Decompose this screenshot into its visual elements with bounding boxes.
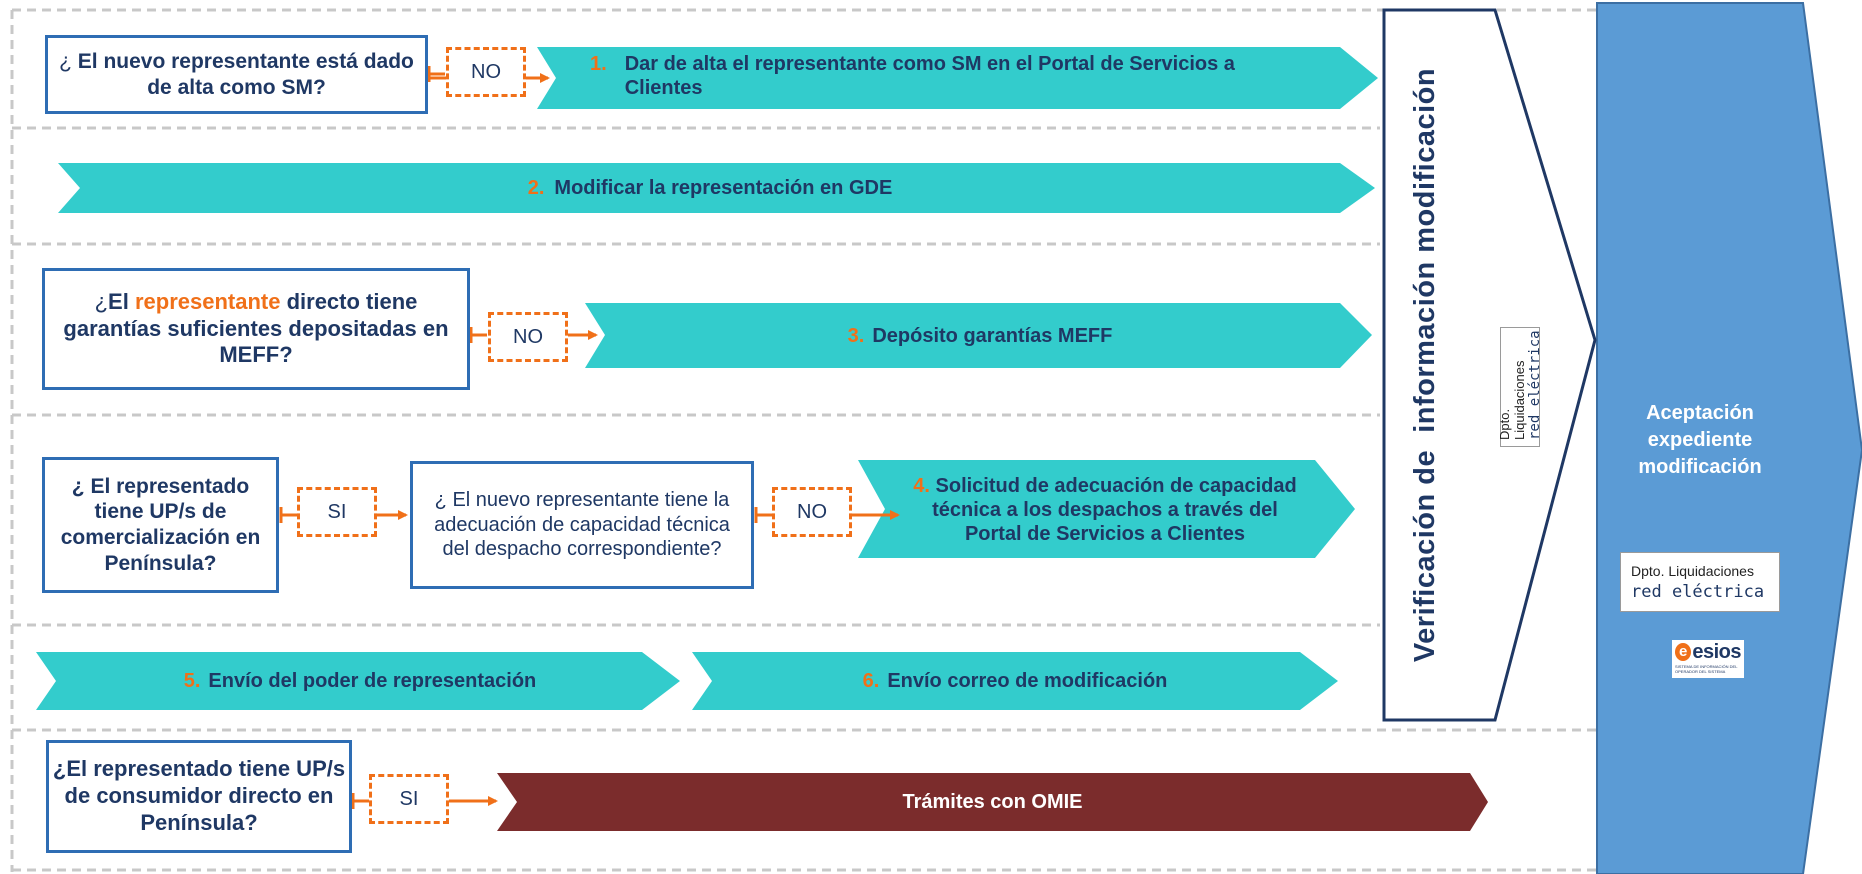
decision-label: NO xyxy=(471,60,501,83)
omie-arrow-shape xyxy=(497,773,1488,831)
step-number: 5. xyxy=(183,670,201,692)
step6-label: 6. Envío correo de modificación xyxy=(715,652,1315,710)
decision-si-row6: SI xyxy=(369,774,449,824)
step-number: 6. xyxy=(862,670,880,692)
question-prefix: ¿ xyxy=(59,49,78,73)
step-text: Depósito garantías MEFF xyxy=(872,324,1113,347)
decision-label: SI xyxy=(327,500,347,523)
step-number: 1. xyxy=(590,53,607,75)
question-text-2: directo tiene garantías suficientes depo… xyxy=(63,288,449,368)
decision-si-row4: SI xyxy=(297,487,377,537)
question-text: ¿ El nuevo representante tiene la adecua… xyxy=(434,489,730,561)
step2-label: 2. Modificar la representación en GDE xyxy=(60,163,1360,213)
step3-label: 3. Depósito garantías MEFF xyxy=(600,303,1360,368)
verification-title: Verificación de información modificación xyxy=(1395,15,1455,715)
logo-dept: Dpto. Liquidaciones xyxy=(1631,562,1754,579)
step5-label: 5. Envío del poder de representación xyxy=(60,652,660,710)
decision-label: SI xyxy=(399,787,419,810)
esios-logo: e esios SISTEMA DE INFORMACIÓN DEL OPERA… xyxy=(1672,640,1744,678)
step-text: Solicitud de adecuación de capacidad téc… xyxy=(932,475,1297,545)
esios-subtitle: SISTEMA DE INFORMACIÓN DEL OPERADOR DEL … xyxy=(1675,664,1738,674)
step4-arrow-shape xyxy=(858,460,1355,558)
step4-label: 4. Solicitud de adecuación de capacidad … xyxy=(905,465,1305,555)
decision-label: NO xyxy=(513,325,543,348)
acceptance-title: Aceptación expediente modificación xyxy=(1600,395,1800,485)
step1-arrow-shape xyxy=(537,47,1378,109)
esios-brand: esios xyxy=(1692,640,1741,663)
omie-label: Trámites con OMIE xyxy=(500,773,1485,831)
step-number: 4. xyxy=(913,475,930,497)
logo-dept: Dpto. Liquidaciones xyxy=(1497,360,1527,440)
decision-connectors xyxy=(279,66,900,809)
verification-arrow-shape xyxy=(1382,8,1597,722)
step-number: 2. xyxy=(527,177,545,199)
step-text: Envío correo de modificación xyxy=(887,670,1168,692)
question-text: ¿El representado tiene UP/s de consumido… xyxy=(52,756,346,835)
decision-no-row4: NO xyxy=(772,487,852,537)
question-text-1: El xyxy=(108,288,135,314)
step-number: 3. xyxy=(847,324,865,347)
question-prefix: ¿ xyxy=(94,288,109,314)
question-new-representative-sm: ¿ El nuevo representante está dado de al… xyxy=(45,35,428,114)
step5-arrow-shape xyxy=(36,652,680,710)
step-text: Dar de alta el representante como SM en … xyxy=(624,53,1235,99)
question-text: ¿ El representado tiene UP/s de comercia… xyxy=(60,474,261,575)
esios-e-icon: e xyxy=(1675,643,1692,661)
step-text: Modificar la representación en GDE xyxy=(554,177,893,199)
step-text: Trámites con OMIE xyxy=(902,791,1083,813)
step6-arrow-shape xyxy=(692,652,1338,710)
question-direct-consumer: ¿El representado tiene UP/s de consumido… xyxy=(46,740,352,853)
verification-title-text: Verificación de información modificación xyxy=(1408,67,1441,663)
decision-no-row3: NO xyxy=(488,312,568,362)
logo-brand: red eléctrica xyxy=(1527,330,1543,440)
acceptance-title-text: Aceptación expediente modificación xyxy=(1638,401,1762,478)
question-technical-capacity: ¿ El nuevo representante tiene la adecua… xyxy=(410,461,754,589)
step3-arrow-shape xyxy=(585,303,1372,368)
decision-no-row1: NO xyxy=(446,47,526,97)
row-separators xyxy=(10,8,1600,872)
question-guarantees-meff: ¿El representante directo tiene garantía… xyxy=(42,268,470,390)
step2-arrow-shape xyxy=(58,163,1375,213)
acceptance-logo: Dpto. Liquidaciones red eléctrica xyxy=(1620,552,1780,612)
question-up-commercialization: ¿ El representado tiene UP/s de comercia… xyxy=(42,457,279,593)
question-text: El nuevo representante está dado de alta… xyxy=(77,49,414,99)
step1-label: 1. Dar de alta el representante como SM … xyxy=(590,52,1310,106)
question-highlight: representante xyxy=(134,288,281,314)
verification-logo: Dpto. Liquidaciones red eléctrica xyxy=(1497,327,1543,447)
decision-label: NO xyxy=(797,500,827,523)
step-text: Envío del poder de representación xyxy=(208,670,537,692)
logo-brand: red eléctrica xyxy=(1631,581,1765,602)
